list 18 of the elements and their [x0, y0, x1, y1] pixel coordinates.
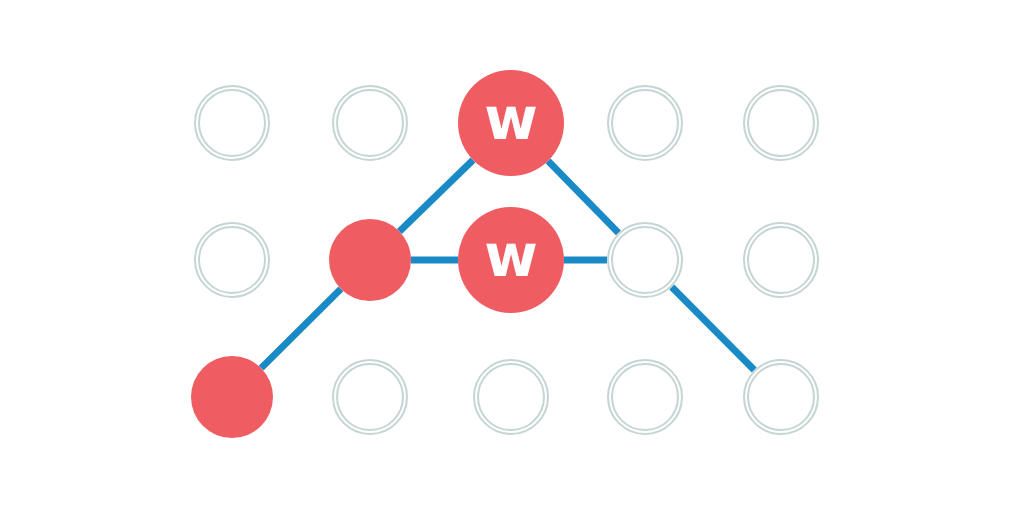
- connector-line: [669, 284, 757, 373]
- connector-line: [411, 256, 458, 264]
- connector-line: [396, 157, 476, 234]
- ring-circle: [743, 359, 819, 435]
- ring-circle: [332, 359, 408, 435]
- ring-circle: [194, 85, 270, 161]
- filled-circle: [329, 219, 411, 301]
- ring-circle: [607, 359, 683, 435]
- node-label: w: [484, 90, 538, 148]
- ring-circle: [743, 222, 819, 298]
- ring-circle: [473, 359, 549, 435]
- ring-circle: [607, 222, 683, 298]
- node-label: w: [484, 227, 538, 285]
- ring-circle: [194, 222, 270, 298]
- ring-circle: [607, 85, 683, 161]
- connector-line: [258, 286, 344, 371]
- ring-circle: [743, 85, 819, 161]
- ring-circle: [332, 85, 408, 161]
